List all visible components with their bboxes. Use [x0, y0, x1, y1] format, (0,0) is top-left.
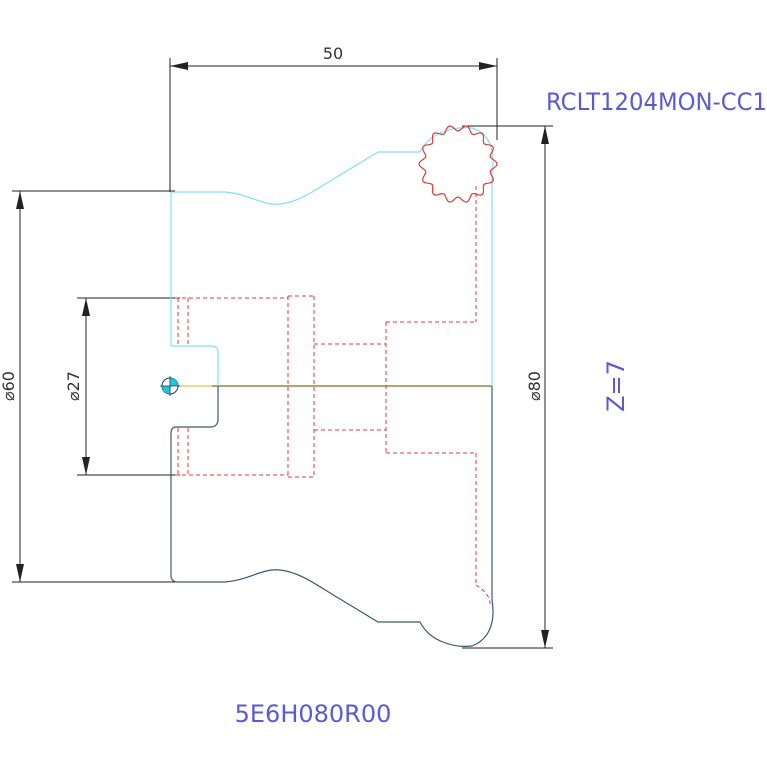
- dimension-dia-80: [462, 125, 553, 649]
- teeth-count-label: Z=7: [602, 360, 630, 412]
- center-mark-icon: [160, 376, 180, 396]
- dimension-width: [169, 58, 498, 192]
- dimension-dia-60: [12, 190, 175, 583]
- insert-code-label: RCLT1204MON-CC1: [546, 88, 767, 116]
- dimension-dia-27-label: ⌀27: [64, 371, 83, 401]
- hidden-lines: [175, 186, 491, 605]
- dimension-dia-80-label: ⌀80: [525, 371, 544, 401]
- lower-profile: [170, 386, 494, 647]
- dimension-dia-27: [77, 297, 180, 476]
- upper-profile: [170, 127, 494, 386]
- part-code-label: 5E6H080R00: [235, 700, 392, 728]
- dimension-dia-60-label: ⌀60: [0, 371, 18, 401]
- dimension-width-label: 50: [323, 44, 343, 63]
- insert-outline: [418, 125, 498, 203]
